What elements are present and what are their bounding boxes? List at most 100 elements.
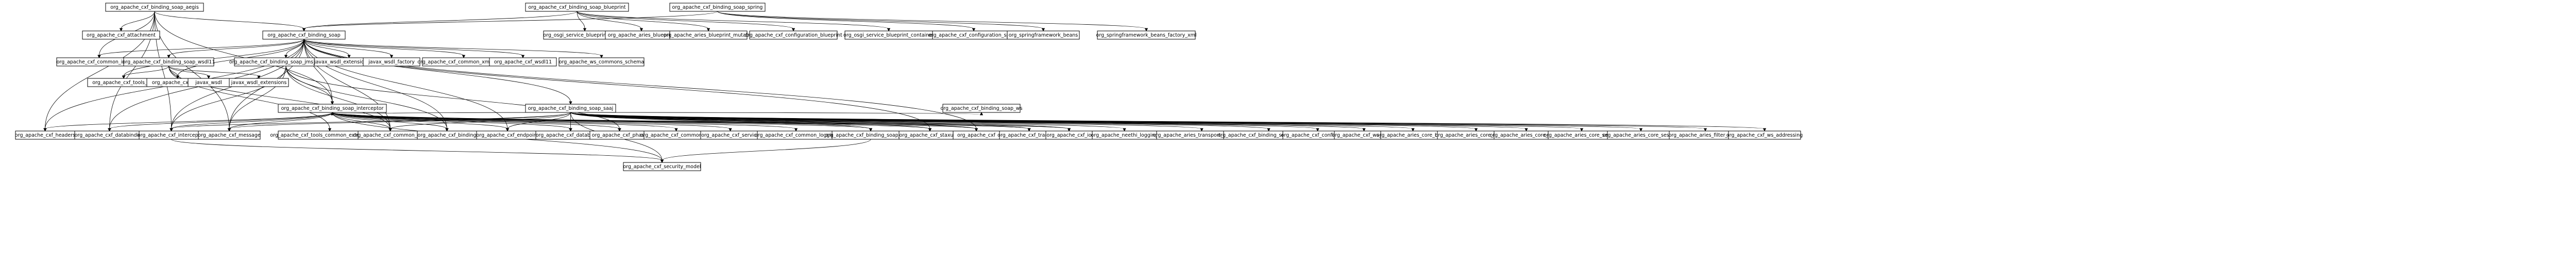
node-staxutils: org_apache_cxf_staxutils [899,130,961,140]
edge-binding_soap_interceptor-to-headers [43,112,333,132]
edge-binding_soap_saaj-to-cxf [570,112,978,132]
node-message: org_apache_cxf_message [198,130,261,140]
node-label: org_apache_cxf_phase [592,133,648,138]
node-label: org_apache_cxf_configuration_blueprint [744,32,842,38]
edge-binding_soap-to-binding_soap_wsdl11 [167,39,304,58]
edge-binding_soap-to-binding_soap_interceptor [303,39,334,105]
edge-binding_soap_saaj-to-neethi [570,112,1126,132]
node-label: org_apache_cxf [957,133,996,138]
node-springframework-beans-factory-xml: org_springframework_beans_factory_xml [1096,30,1196,40]
node-label: org_apache_cxf_interceptor [138,133,205,138]
node-endpoint: org_apache_cxf_endpoint [476,130,539,140]
edge-binding_soap-to-cxf_wsdl11 [303,39,525,58]
node-label: org_apache_cxf_binding [417,133,476,138]
edge-binding_soap_saaj-to-cxf_datatb [569,112,572,132]
edge-binding_soap_blueprint-to-osgi_service_blueprint_reflect [577,11,587,31]
node-cxf-binding: org_apache_cxf_binding [417,130,477,140]
node-label: javax_wsdl_factory [368,59,415,65]
node-binding-soap-blueprint: org_apache_cxf_binding_soap_blueprint [525,3,629,12]
node-label: org_apache_neethi_logging [1091,133,1158,138]
node-label: org_apache_cxf_endpoint [477,133,539,138]
edge-binding_soap_interceptor-to-databinding [108,112,333,132]
node-label: org_apache_cxf_binding_soap_wsdl11 [123,59,215,65]
node-ws-commons-schema: org_apache_ws_commons_schema [558,57,645,67]
edge-binding_soap-to-common_xmlschema [303,39,466,58]
node-label: org_apache_cxf_binding_soap_ws [940,106,1022,111]
node-binding-soap-spring: org_apache_cxf_binding_soap_spring [669,3,766,12]
nodes-layer: org_apache_cxf_binding_soap_aegis org_apa… [15,3,1803,171]
node-label: org_apache_cxf_binding_soap_model [825,133,916,138]
node-label: org_osgi_service_blueprint_reflect [543,32,626,38]
node-binding-soap-ws: org_apache_cxf_binding_soap_ws [940,104,1023,113]
node-javax-wsdl-extensions: javax_wsdl_extensions [229,78,289,87]
node-label: org_apache_cxf_ws_addressing [1726,133,1803,138]
node-label: org_apache_cxf_message [198,133,261,138]
edge-binding_soap_blueprint-to-configuration_blueprint [577,11,795,31]
edge-binding_soap-to-javax_wsdl_factory [303,39,394,58]
edge-binding_soap-to-common_injection [97,39,304,58]
node-label: org_apache_cxf_databinding [75,133,145,138]
edge-binding_soap_saaj-to-interceptor [170,112,571,132]
edge-binding_soap_spring-to-binding_soap [302,11,718,31]
edge-binding_soap_interceptor-to-cxf_binding [332,112,449,132]
edge-binding_soap_spring-to-springframework_beans_factory_xml [717,11,1148,31]
node-headers: org_apache_cxf_headers [15,130,75,140]
node-label: org_apache_aries_core_session [1603,133,1679,138]
node-cxf: org_apache_cxf [953,130,1000,140]
node-label: org_apache_cxf_binding_soap_ws_feature [1217,133,1319,138]
node-cxf-wsdl11: org_apache_cxf_wsdl11 [489,57,557,67]
node-label: org_apache_cxf_transport [997,133,1061,138]
node-label: javax_wsdl [195,80,222,86]
edge-binding_soap_saaj-to-message [227,112,571,132]
node-databinding: org_apache_cxf_databinding [74,130,145,140]
node-neethi: org_apache_neethi_logging [1091,130,1158,140]
edge-binding_soap_aegis-to-message [154,11,231,132]
edge-binding_soap_aegis-to-databinding [108,11,155,132]
node-attachment: org_apache_cxf_attachment [82,30,160,40]
node-aries-session: org_apache_aries_core_session [1603,130,1679,140]
edge-binding_soap_interceptor-to-common_logging [332,112,798,132]
edge-binding_soap_saaj-to-binding_soap_ws [570,112,984,116]
edge-binding_soap_saaj-to-endpoint [505,112,571,132]
node-cxf-io: org_apache_cxf_io [1045,130,1093,140]
node-label: org_apache_cxf_tools_common_extensions_s… [270,133,389,138]
node-label: org_apache_cxf_common_util [640,133,713,138]
node-label: org_apache_cxf_ws_policy [1332,133,1396,138]
node-label: org_apache_cxf_staxutils [900,133,961,138]
node-label: org_apache_cxf_configuration [1281,133,1354,138]
edge-binding_soap-to-javax_wsdl_extensions_soap [303,39,351,58]
node-label: org_apache_ws_commons_schema [559,59,645,65]
node-tools-util: org_apache_cxf_tools_util [87,78,160,87]
node-label: org_apache_cxf_common_logging [755,133,837,138]
node-configuration-blueprint: org_apache_cxf_configuration_blueprint [744,30,842,40]
node-label: org_apache_cxf_binding_soap_blueprint [528,5,625,10]
node-security-model: org_apache_cxf_security_model [623,162,701,171]
edge-binding_soap_blueprint-to-osgi_service_blueprint_container [577,11,891,31]
node-label: javax_wsdl_extensions [231,80,287,86]
node-common-i18n: org_apache_cxf_common_i18n [353,130,428,140]
node-label: org_apache_aries_core_service [1544,133,1619,138]
node-label: org_apache_cxf_io [1046,133,1091,138]
edge-binding_soap_saaj-to-staxutils [570,112,932,132]
edge-binding_soap_blueprint-to-aries_blueprint_mutable [577,11,710,31]
node-label: org_apache_aries_blueprint_mutable [664,32,754,38]
edge-binding_soap_interceptor-to-interceptor [170,112,333,132]
node-label: org_apache_cxf_binding_soap_jms_intercep… [229,59,343,65]
edge-binding_soap_model-to-security_model [660,139,871,163]
edge-binding_soap_saaj-to-binding_soap_model [570,112,873,132]
edge-binding_soap_aegis-to-binding_soap [154,11,306,31]
node-label: org_apache_cxf_binding_soap_aegis [110,5,199,10]
node-label: org_apache_cxf_service [701,133,759,138]
edge-binding_soap_interceptor-to-cxf_service [332,112,732,132]
node-label: org_apache_cxf_common_injection [57,59,142,65]
edge-binding_soap_wsdl11-to-javax_wsdl [168,66,211,79]
node-configuration-spring: org_apache_cxf_configuration_spring [928,30,1019,40]
node-interceptor: org_apache_cxf_interceptor [138,130,205,140]
node-label: org_apache_cxf_binding_soap_spring [672,5,763,10]
node-label: org_apache_cxf_configuration_spring [928,32,1019,38]
node-label: org_apache_aries_core_future [1490,133,1563,138]
edge-binding_soap_spring-to-configuration_spring [717,11,976,31]
edge-binding_soap_wsdl11-to-tools_common_extensions_soap [168,66,332,132]
node-label: org_apache_cxf_common_xmlschema [417,59,510,65]
edge-binding_soap_jms_interceptor-to-binding_soap_interceptor [285,66,334,105]
